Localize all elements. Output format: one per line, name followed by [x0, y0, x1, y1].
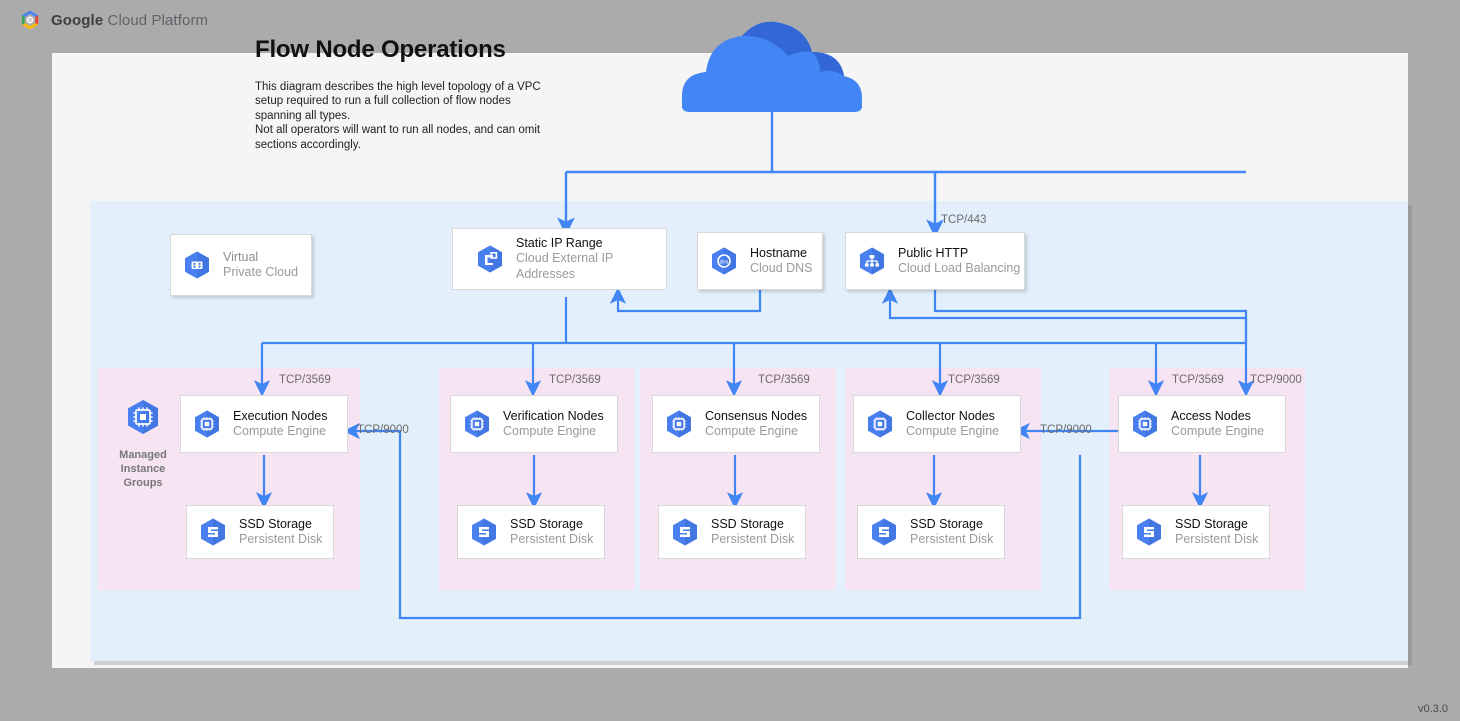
- gcp-brand-rest: Cloud Platform: [103, 11, 209, 29]
- node-execution-nodes-text: Execution Nodes Compute Engine: [233, 409, 328, 440]
- node-title: Collector Nodes: [906, 408, 995, 423]
- node-title: Access Nodes: [1171, 408, 1251, 423]
- storage-access-ssd[interactable]: SSD Storage Persistent Disk: [1122, 505, 1279, 568]
- node-public-http[interactable]: Public HTTP Cloud Load Balancing: [845, 232, 1025, 290]
- node-hostname[interactable]: dns Hostname Cloud DNS: [697, 232, 823, 290]
- description-text: This diagram describes the high level to…: [255, 81, 541, 151]
- node-subtitle: Persistent Disk: [711, 532, 795, 546]
- node-title: SSD Storage: [910, 516, 983, 531]
- virtual-private-cloud-icon: [182, 250, 212, 280]
- node-virtual-private-cloud[interactable]: Virtual Private Cloud: [170, 234, 312, 296]
- node-consensus-nodes-text: Consensus Nodes Compute Engine: [705, 409, 807, 440]
- node-subtitle: Compute Engine: [906, 424, 1000, 438]
- node-subtitle: Compute Engine: [1171, 424, 1265, 438]
- node-subtitle: Compute Engine: [705, 424, 799, 438]
- node-subtitle: Persistent Disk: [239, 532, 323, 546]
- storage-verification-ssd[interactable]: SSD Storage Persistent Disk: [457, 505, 614, 568]
- version-label: v0.3.0: [1418, 703, 1448, 715]
- node-subtitle: Persistent Disk: [510, 532, 594, 546]
- cloud-load-balancing-icon: [857, 246, 887, 276]
- gcp-wordmark: Google Cloud Platform: [51, 12, 208, 29]
- compute-engine-icon: [1130, 409, 1160, 439]
- port-label-collector-3569: TCP/3569: [948, 374, 1000, 386]
- node-subtitle: Compute Engine: [233, 424, 327, 438]
- node-title: Verification Nodes: [503, 408, 604, 423]
- compute-engine-icon: [664, 409, 694, 439]
- port-label-execution-9000: TCP/9000: [357, 424, 409, 436]
- storage-execution-ssd-text: SSD Storage Persistent Disk: [239, 517, 322, 548]
- node-subtitle: Cloud Load Balancing: [898, 261, 1021, 275]
- node-collector-nodes[interactable]: Collector Nodes Compute Engine: [853, 395, 1030, 462]
- node-subtitle: Cloud DNS: [750, 261, 813, 275]
- storage-access-ssd-text: SSD Storage Persistent Disk: [1175, 517, 1258, 548]
- persistent-disk-icon: [869, 517, 899, 547]
- google-cloud-hexagon-logo-icon: [18, 8, 42, 32]
- diagram-description: This diagram describes the high level to…: [255, 80, 545, 152]
- managed-instance-groups-label: Managed Instance Groups: [119, 449, 167, 489]
- node-title: SSD Storage: [1175, 516, 1248, 531]
- node-virtual-private-cloud-text: Virtual Private Cloud: [223, 250, 298, 281]
- port-label-verification-3569: TCP/3569: [549, 374, 601, 386]
- node-static-ip-range[interactable]: Static IP Range Cloud External IP Addres…: [452, 228, 676, 299]
- node-subtitle: Persistent Disk: [1175, 532, 1259, 546]
- internet-cloud-icon: [682, 18, 862, 112]
- compute-engine-icon: [192, 409, 222, 439]
- storage-collector-ssd[interactable]: SSD Storage Persistent Disk: [857, 505, 1014, 568]
- node-subtitle: Persistent Disk: [910, 532, 994, 546]
- compute-engine-icon: [462, 409, 492, 439]
- persistent-disk-icon: [1134, 517, 1164, 547]
- persistent-disk-icon: [469, 517, 499, 547]
- node-hostname-text: Hostname Cloud DNS: [750, 246, 813, 277]
- compute-engine-icon: [865, 409, 895, 439]
- storage-consensus-ssd-text: SSD Storage Persistent Disk: [711, 517, 794, 548]
- node-access-nodes[interactable]: Access Nodes Compute Engine: [1118, 395, 1295, 462]
- persistent-disk-icon: [198, 517, 228, 547]
- node-verification-nodes-text: Verification Nodes Compute Engine: [503, 409, 604, 440]
- storage-verification-ssd-text: SSD Storage Persistent Disk: [510, 517, 593, 548]
- port-label-access-3569: TCP/3569: [1172, 374, 1224, 386]
- node-subtitle: Compute Engine: [503, 424, 597, 438]
- node-access-nodes-text: Access Nodes Compute Engine: [1171, 409, 1264, 440]
- storage-consensus-ssd[interactable]: SSD Storage Persistent Disk: [658, 505, 815, 568]
- port-label-execution-3569: TCP/3569: [279, 374, 331, 386]
- gcp-brand-google: Google: [51, 11, 104, 29]
- managed-instance-groups-icon: [124, 398, 162, 436]
- node-title: Consensus Nodes: [705, 408, 808, 423]
- node-public-http-text: Public HTTP Cloud Load Balancing: [898, 246, 1020, 277]
- node-consensus-nodes[interactable]: Consensus Nodes Compute Engine: [652, 395, 829, 462]
- node-title: Execution Nodes: [233, 408, 328, 423]
- port-label-access-9000: TCP/9000: [1250, 374, 1302, 386]
- svg-text:dns: dns: [720, 260, 729, 266]
- node-title: Hostname: [750, 245, 807, 260]
- port-label-consensus-3569: TCP/3569: [758, 374, 810, 386]
- cloud-dns-icon: dns: [709, 246, 739, 276]
- node-title: Static IP Range: [516, 236, 603, 251]
- node-title: Public HTTP: [898, 245, 969, 260]
- node-verification-nodes[interactable]: Verification Nodes Compute Engine: [450, 395, 627, 462]
- page-title: Flow Node Operations: [255, 36, 506, 63]
- node-collector-nodes-text: Collector Nodes Compute Engine: [906, 409, 999, 440]
- storage-execution-ssd[interactable]: SSD Storage Persistent Disk: [186, 505, 343, 568]
- storage-collector-ssd-text: SSD Storage Persistent Disk: [910, 517, 993, 548]
- external-ip-icon: [475, 244, 505, 274]
- node-subtitle: Private Cloud: [223, 265, 299, 279]
- gcp-header: Google Cloud Platform: [0, 0, 1460, 40]
- node-title: Virtual: [223, 249, 259, 264]
- node-title: SSD Storage: [239, 516, 312, 531]
- node-title: SSD Storage: [510, 516, 583, 531]
- persistent-disk-icon: [670, 517, 700, 547]
- node-title: SSD Storage: [711, 516, 784, 531]
- node-subtitle: Cloud External IP Addresses: [516, 251, 614, 281]
- port-label-https: TCP/443: [941, 214, 987, 226]
- node-execution-nodes[interactable]: Execution Nodes Compute Engine: [180, 395, 357, 462]
- port-label-collector-9000: TCP/9000: [1040, 424, 1092, 436]
- node-static-ip-range-text: Static IP Range Cloud External IP Addres…: [516, 236, 666, 282]
